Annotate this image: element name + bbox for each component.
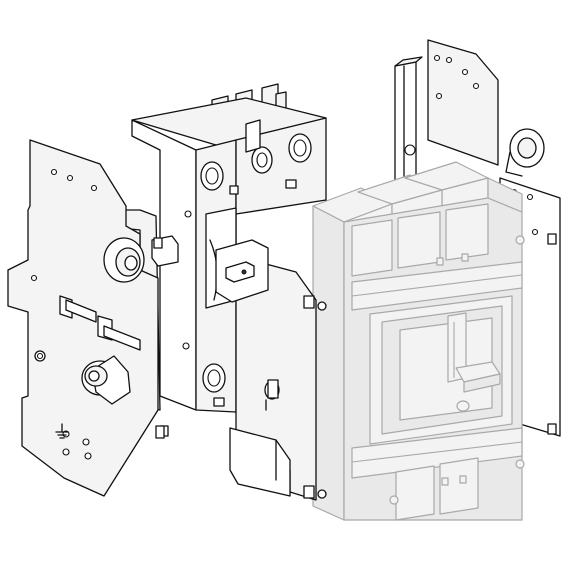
front-mounting-plate — [7, 139, 165, 497]
circuit-breaker — [312, 161, 525, 521]
side-adapter-plate — [215, 239, 327, 501]
